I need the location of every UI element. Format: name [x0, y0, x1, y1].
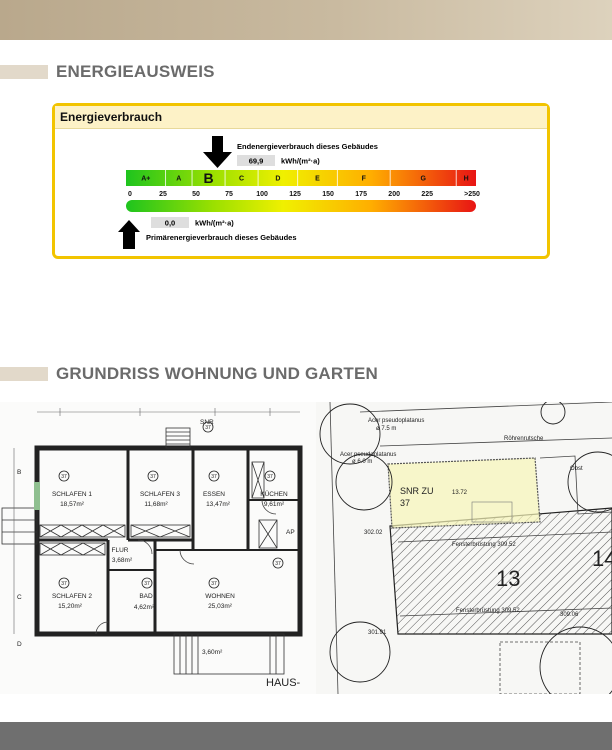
- room-name: SCHLAFEN 2: [52, 593, 92, 600]
- room-name: ESSEN: [203, 491, 225, 498]
- height-3: 309.06: [560, 612, 579, 618]
- room-name: BAD: [139, 593, 153, 600]
- class-bar: [126, 170, 476, 186]
- primary-bar: [126, 200, 476, 212]
- scale-tick-label: 0: [128, 191, 132, 198]
- section-title: ENERGIEAUSWEIS: [56, 62, 215, 81]
- footer-bar: [0, 722, 612, 750]
- class-label: A: [176, 176, 181, 183]
- roehren-label: Röhrenrutsche: [504, 436, 544, 442]
- site-plan: Acer pseudoplatanus ø 7.5 m Acer pseudop…: [316, 402, 612, 694]
- snr-zu-label: SNR ZU: [400, 486, 434, 496]
- scale-tick-label: >250: [464, 191, 480, 198]
- brue-1: Fensterbrüstung 309.52: [452, 542, 516, 548]
- primary-arrow-icon: [118, 220, 140, 249]
- scale-tick-label: 225: [421, 191, 433, 198]
- snr-zu-number: 37: [400, 498, 410, 508]
- section-energieausweis: ENERGIEAUSWEIS: [0, 61, 215, 83]
- room-area: 11,68m²: [144, 501, 168, 508]
- room-area: 9,61m²: [264, 501, 285, 508]
- current-class-label: B: [203, 170, 213, 186]
- axis-c: C: [17, 594, 22, 601]
- section-accent: [0, 65, 48, 79]
- energy-card: Energieverbrauch Endenergieverbrauch die…: [52, 103, 550, 259]
- tree1-size: ø 7.5 m: [376, 426, 396, 432]
- room-area: 13,47m²: [206, 501, 231, 508]
- axis-b: B: [17, 469, 21, 476]
- section-title: GRUNDRISS WOHNUNG UND GARTEN: [56, 364, 378, 383]
- snr-label: SNR: [200, 419, 214, 426]
- scale-tick-label: 200: [388, 191, 400, 198]
- section-accent: [0, 367, 48, 381]
- tree2-size: ø 6.0 m: [352, 459, 372, 465]
- scale-tick-label: 100: [256, 191, 268, 198]
- room-name: WOHNEN: [205, 593, 235, 600]
- room-area: 18,57m²: [60, 501, 85, 508]
- end-value: 69,9: [249, 157, 264, 166]
- parcel-number: 13: [496, 566, 520, 591]
- class-label: C: [239, 176, 244, 183]
- scale-tick-label: 75: [225, 191, 233, 198]
- parcel-number-2: 14: [592, 546, 612, 571]
- ap-label: AP: [286, 529, 295, 536]
- primary-value-box: [151, 217, 189, 228]
- tree1-label: Acer pseudoplatanus: [368, 418, 424, 424]
- primary-label: Primärenergieverbrauch dieses Gebäudes: [146, 233, 297, 242]
- primary-unit: kWh/(m²·a): [195, 219, 234, 228]
- plans-image: 37 37 37 37 37 37 37 37 37 SCHLAFEN 1 18…: [0, 402, 612, 694]
- obst-label: Obst: [570, 466, 583, 472]
- snr-dim: 13.72: [452, 490, 468, 496]
- scale-tick-label: 175: [355, 191, 367, 198]
- room-area: 25,03m²: [208, 603, 233, 610]
- room-area: 4,62m²: [134, 604, 155, 611]
- room-code: 37: [61, 581, 67, 587]
- end-value-box: [237, 155, 275, 166]
- room-code: 37: [150, 474, 156, 480]
- scale-tick-label: 50: [192, 191, 200, 198]
- tree2-label: Acer pseudoplatanus: [340, 452, 396, 458]
- energy-card-title: Energieverbrauch: [55, 106, 547, 129]
- brue-2: Fensterbrüstung 309.52: [456, 608, 520, 614]
- haus-label: HAUS-: [266, 677, 301, 689]
- room-code: 37: [144, 581, 150, 587]
- class-label: D: [275, 176, 280, 183]
- end-label: Endenergieverbrauch dieses Gebäudes: [237, 142, 378, 151]
- terrace-area: 3,60m²: [202, 649, 223, 656]
- height-2: 301.91: [368, 630, 387, 636]
- energy-scale: Endenergieverbrauch dieses Gebäudes 69,9…: [118, 136, 480, 249]
- room-area: 3,68m²: [112, 557, 133, 564]
- height-1: 302.02: [364, 530, 383, 536]
- room-name: FLUR: [112, 547, 129, 554]
- scale-tick-label: 150: [322, 191, 334, 198]
- room-name: SCHLAFEN 1: [52, 491, 92, 498]
- class-label: H: [464, 176, 469, 183]
- room-area: 15,20m²: [58, 603, 83, 610]
- class-label: G: [420, 176, 426, 183]
- class-label: F: [362, 176, 367, 183]
- scale-tick-label: 125: [289, 191, 301, 198]
- room-code: 37: [211, 474, 217, 480]
- top-banner: [0, 0, 612, 40]
- room-code: 37: [275, 561, 281, 567]
- end-unit: kWh/(m²·a): [281, 157, 320, 166]
- floor-plan: 37 37 37 37 37 37 37 37 37 SCHLAFEN 1 18…: [1, 408, 303, 689]
- room-name: KÜCHEN: [260, 490, 288, 498]
- scale-tick-label: 25: [159, 191, 167, 198]
- primary-value: 0,0: [165, 219, 175, 228]
- class-label: E: [315, 176, 320, 183]
- room-code: 37: [205, 425, 211, 431]
- room-name: SCHLAFEN 3: [140, 491, 180, 498]
- class-label: A+: [141, 176, 150, 183]
- room-code: 37: [267, 474, 273, 480]
- axis-d: D: [17, 641, 22, 648]
- room-code: 37: [211, 581, 217, 587]
- section-grundriss: GRUNDRISS WOHNUNG UND GARTEN: [0, 363, 378, 385]
- end-arrow-icon: [203, 136, 232, 168]
- room-code: 37: [61, 474, 67, 480]
